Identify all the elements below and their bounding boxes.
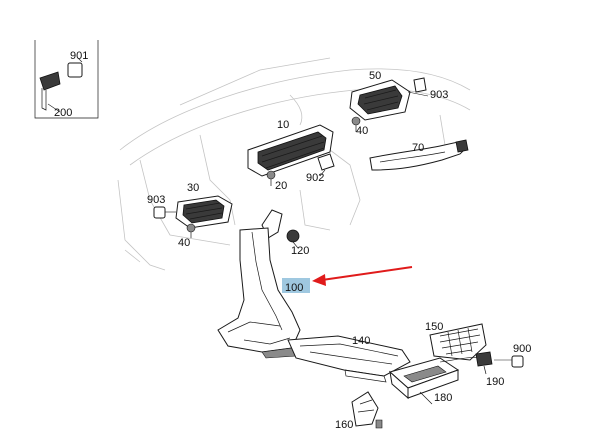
label-40-top: 40 [356, 125, 368, 137]
label-140: 140 [352, 335, 370, 347]
label-200: 200 [54, 107, 72, 119]
part-70-duct [369, 139, 469, 171]
label-40-left: 40 [178, 237, 190, 249]
label-902: 902 [306, 172, 324, 184]
highlight-box-100 [282, 278, 310, 293]
part-20-screw [266, 170, 276, 186]
part-50-air-vent [349, 77, 429, 121]
label-903-left: 903 [147, 194, 165, 206]
inset-box [34, 40, 99, 119]
part-40-screw-left [186, 223, 196, 238]
dashboard-ghost-outline [117, 57, 471, 271]
label-150: 150 [425, 321, 443, 333]
part-900-clip [511, 355, 524, 368]
label-20: 20 [275, 180, 287, 192]
label-70: 70 [412, 142, 424, 154]
part-160-bracket [351, 391, 383, 429]
part-40-screw-top [351, 116, 361, 132]
part-30-left-vent [153, 195, 233, 229]
part-901-clip [67, 62, 83, 78]
red-pointer-arrow [312, 266, 413, 286]
label-180: 180 [434, 392, 452, 404]
label-190: 190 [486, 376, 504, 388]
part-200-sensor [39, 71, 61, 91]
label-160: 160 [335, 419, 353, 431]
part-180-control-module [388, 357, 460, 405]
label-903-right: 903 [430, 89, 448, 101]
label-120: 120 [291, 245, 309, 257]
label-900: 900 [513, 343, 531, 355]
part-150-filter-panel [429, 323, 487, 361]
part-100-main-duct [217, 227, 301, 359]
label-901: 901 [70, 50, 88, 62]
part-10-center-vent [247, 124, 335, 177]
label-30: 30 [187, 182, 199, 194]
label-50: 50 [369, 70, 381, 82]
part-190-sensor [439, 351, 524, 375]
label-10: 10 [277, 119, 289, 131]
part-140-floor-duct [287, 335, 411, 383]
label-100: 100 [285, 282, 303, 294]
